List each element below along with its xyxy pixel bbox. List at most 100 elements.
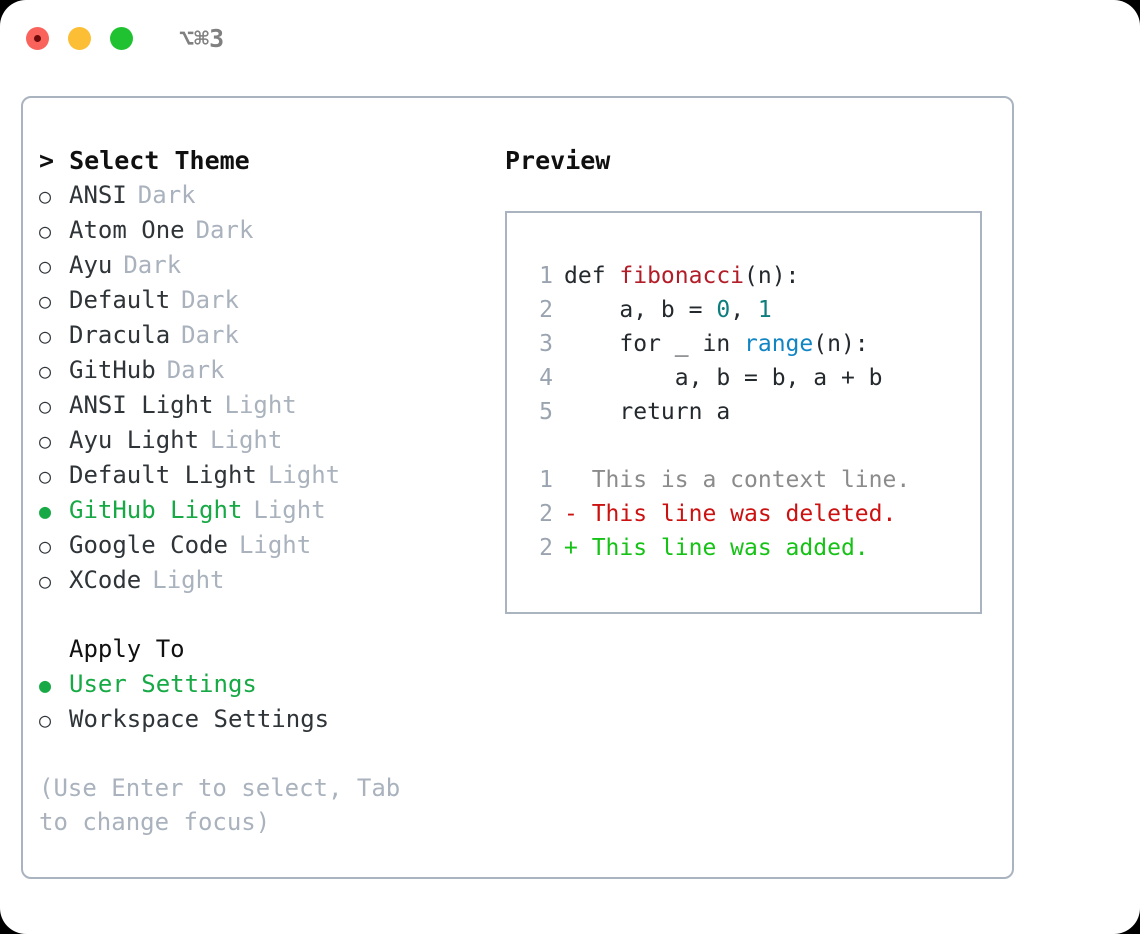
code-token: fibonacci: [619, 263, 745, 289]
close-window-icon[interactable]: [26, 26, 49, 50]
theme-name: Default: [69, 286, 171, 314]
theme-variant-tag: Dark: [181, 286, 239, 314]
theme-variant-tag: Light: [210, 426, 283, 454]
theme-option[interactable]: ○ ANSI Light Light: [39, 388, 501, 423]
code-line: 5 return a: [527, 395, 980, 429]
diff-sample: 1 This is a context line. 2 - This line wa…: [527, 463, 980, 565]
code-token: 0: [716, 297, 731, 323]
theme-variant-tag: Light: [152, 566, 225, 594]
line-number: 4: [539, 365, 553, 391]
theme-name: ANSI Light: [69, 391, 214, 419]
code-token: 1: [757, 297, 772, 323]
radio-unselected-icon[interactable]: ○: [39, 184, 52, 208]
radio-unselected-icon[interactable]: ○: [39, 708, 52, 732]
keyboard-hint-text: (Use Enter to select, Tab to change focu…: [39, 774, 401, 836]
apply-to-section: ○ Apply To ●User Settings○Workspace Sett…: [39, 632, 501, 737]
theme-name: ANSI: [69, 181, 127, 209]
theme-option[interactable]: ○ Dracula Dark: [39, 318, 501, 353]
apply-to-option[interactable]: ● User Settings: [39, 667, 501, 702]
theme-variant-tag: Dark: [123, 251, 182, 279]
line-number: 1: [539, 467, 553, 493]
theme-variant-tag: Light: [238, 531, 312, 559]
radio-unselected-icon[interactable]: ○: [39, 359, 52, 383]
theme-variant-tag: Light: [224, 391, 297, 419]
diff-line: 2 + This line was added.: [527, 531, 980, 565]
apply-to-options[interactable]: ● User Settings ○ Workspace Settings: [39, 667, 501, 737]
line-number: 3: [539, 331, 553, 357]
radio-unselected-icon[interactable]: ○: [39, 254, 52, 278]
diff-line-content: + This line was added.: [564, 535, 869, 561]
diff-line: 2 - This line was deleted.: [527, 497, 980, 531]
code-token: a, b =: [564, 297, 717, 323]
code-token: range: [744, 331, 814, 357]
theme-name: Dracula: [69, 321, 171, 349]
code-token: for _ in: [564, 331, 745, 357]
theme-option[interactable]: ○ Default Dark: [39, 283, 501, 318]
theme-option[interactable]: ○ GitHub Dark: [39, 353, 501, 388]
radio-unselected-icon[interactable]: ○: [39, 569, 52, 593]
theme-variant-tag: Dark: [195, 216, 254, 244]
theme-name: GitHub: [69, 356, 156, 384]
theme-variant-tag: Dark: [181, 321, 239, 349]
theme-variant-tag: Light: [253, 496, 326, 524]
apply-to-option[interactable]: ○ Workspace Settings: [39, 702, 501, 737]
diff-line-content: - This line was deleted.: [564, 501, 897, 527]
radio-selected-icon[interactable]: ●: [39, 499, 52, 523]
radio-unselected-icon[interactable]: ○: [39, 464, 52, 488]
code-line: 1 def fibonacci(n):: [527, 259, 980, 293]
theme-option[interactable]: ● GitHub Light Light: [39, 493, 501, 528]
zoom-window-icon[interactable]: [110, 26, 133, 50]
code-line-content: a, b = b, a + b: [564, 361, 883, 395]
line-number: 5: [539, 399, 553, 425]
line-number: 2: [539, 535, 553, 561]
theme-name: GitHub Light: [69, 496, 243, 524]
preview-spacer: [527, 429, 980, 463]
code-token: (n):: [813, 331, 869, 357]
apply-to-option-label: User Settings: [69, 670, 257, 698]
minimize-window-icon[interactable]: [68, 26, 91, 50]
code-line: 4 a, b = b, a + b: [527, 361, 980, 395]
radio-unselected-icon[interactable]: ○: [39, 289, 52, 313]
theme-variant-tag: Dark: [166, 356, 225, 384]
radio-unselected-icon[interactable]: ○: [39, 324, 52, 348]
traffic-light-buttons: [26, 26, 133, 50]
apply-to-heading-spacer: ○: [39, 633, 69, 667]
code-token: ,: [730, 297, 758, 323]
code-token: a, b = b, a + b: [564, 365, 883, 391]
radio-unselected-icon[interactable]: ○: [39, 219, 52, 243]
theme-name: Ayu Light: [69, 426, 200, 454]
line-number: 2: [539, 501, 553, 527]
radio-unselected-icon[interactable]: ○: [39, 429, 52, 453]
diff-line: 1 This is a context line.: [527, 463, 980, 497]
theme-name: XCode: [69, 566, 142, 594]
code-line: 2 a, b = 0, 1: [527, 293, 980, 327]
title-bar: ⌥⌘3: [0, 0, 1140, 76]
code-line-content: def fibonacci(n):: [564, 259, 799, 293]
line-number: 1: [539, 263, 553, 289]
theme-option[interactable]: ○ XCode Light: [39, 563, 501, 598]
theme-option[interactable]: ○ Ayu Light Light: [39, 423, 501, 458]
code-token: return a: [564, 399, 731, 425]
apply-to-option-label: Workspace Settings: [69, 705, 330, 733]
apply-to-heading-label: Apply To: [69, 635, 185, 663]
theme-name: Default Light: [69, 461, 257, 489]
code-token: def: [564, 263, 620, 289]
radio-unselected-icon[interactable]: ○: [39, 394, 52, 418]
code-line-content: return a: [564, 395, 730, 429]
radio-selected-icon[interactable]: ●: [39, 673, 52, 697]
radio-unselected-icon[interactable]: ○: [39, 534, 52, 558]
code-line-content: a, b = 0, 1: [564, 293, 772, 327]
apply-to-heading: ○ Apply To: [39, 632, 501, 667]
preview-title: Preview: [505, 146, 611, 175]
code-line: 3 for _ in range(n):: [527, 327, 980, 361]
